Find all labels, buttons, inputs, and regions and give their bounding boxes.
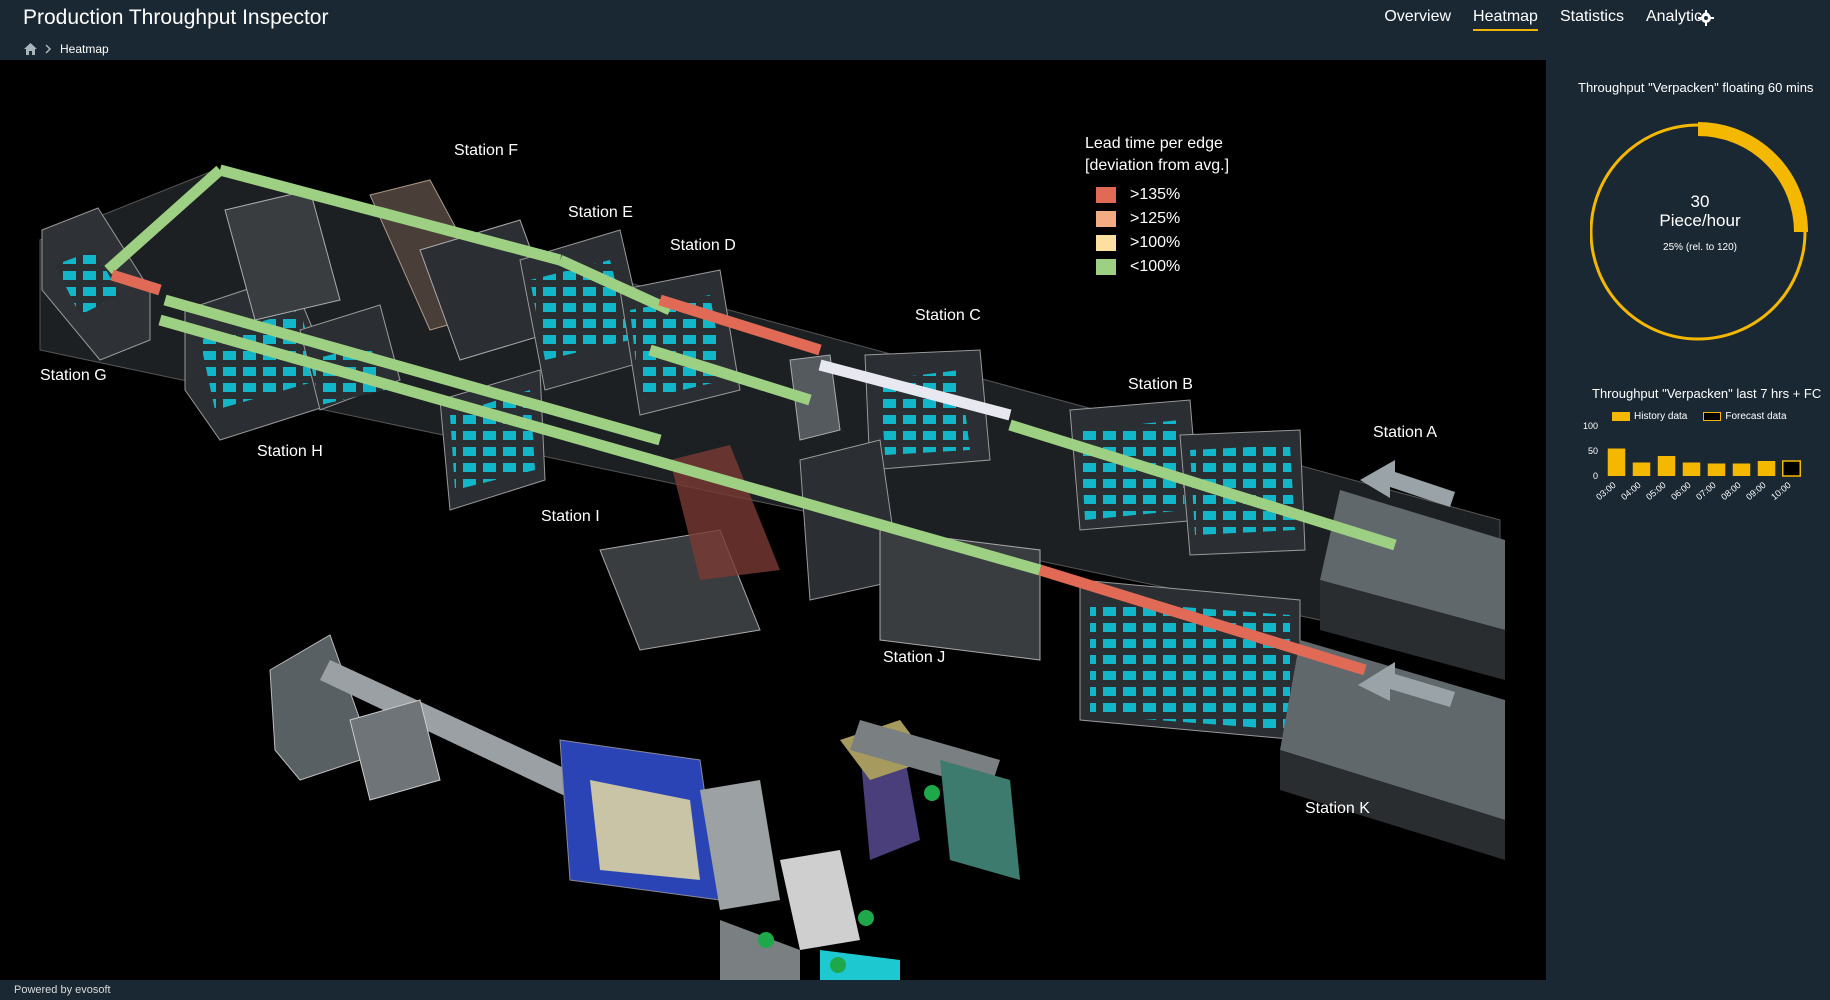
station-h-label: Station H	[257, 443, 323, 460]
legend-swatch	[1703, 411, 1722, 421]
nav-overview[interactable]: Overview	[1384, 8, 1452, 25]
x-tick-label: 10:00	[1769, 480, 1793, 502]
legend-item: >125%	[1085, 209, 1229, 229]
gauge-sub: 25% (rel. to 120)	[1663, 242, 1737, 253]
home-icon[interactable]	[24, 43, 37, 55]
legend-forecast: Forecast data	[1703, 411, 1787, 422]
history-chart-title: Throughput "Verpacken" last 7 hrs + FC	[1592, 386, 1822, 401]
station-k-label: Station K	[1305, 800, 1370, 817]
x-tick-label: 03:00	[1594, 480, 1618, 502]
legend-swatch	[1612, 411, 1630, 421]
y-tick-label: 100	[1583, 421, 1598, 431]
x-tick-label: 07:00	[1694, 480, 1718, 502]
history-bar	[1657, 456, 1676, 476]
history-bar	[1757, 461, 1776, 476]
app-title: Production Throughput Inspector	[23, 6, 329, 29]
y-tick-label: 0	[1593, 471, 1598, 481]
history-bar	[1707, 463, 1726, 476]
nav-heatmap[interactable]: Heatmap	[1473, 8, 1538, 31]
station-i-label: Station I	[541, 508, 600, 525]
station-e-label: Station E	[568, 204, 633, 221]
station-j-label: Station J	[883, 649, 946, 666]
history-bar	[1607, 448, 1626, 476]
legend-item: <100%	[1085, 257, 1229, 277]
chevron-right-icon	[45, 44, 52, 54]
legend-title: Lead time per edge	[1085, 135, 1223, 152]
gauge-title: Throughput "Verpacken" floating 60 mins	[1578, 80, 1814, 95]
breadcrumb-current[interactable]: Heatmap	[60, 42, 109, 56]
factory-illustration	[39, 164, 1505, 980]
history-chart-legend: History data Forecast data	[1612, 411, 1787, 422]
station-a-label: Station A	[1373, 424, 1438, 441]
footer: Powered by evosoft	[0, 980, 1830, 1000]
gauge-unit: Piece/hour	[1659, 211, 1741, 230]
legend-swatch	[1096, 259, 1116, 275]
legend-swatch	[1096, 211, 1116, 227]
throughput-gauge	[1590, 122, 1808, 341]
history-bar	[1682, 462, 1701, 476]
heat-legend: Lead time per edge [deviation from avg.]…	[1085, 133, 1229, 277]
main-nav: Overview Heatmap Statistics Analytics	[1384, 8, 1710, 31]
x-tick-label: 06:00	[1669, 480, 1693, 502]
legend-item: >135%	[1085, 185, 1229, 205]
gauge-value: 30	[1690, 192, 1710, 211]
x-tick-label: 04:00	[1619, 480, 1643, 502]
gauge-fill-arc	[1697, 122, 1808, 233]
station-g-label: Station G	[40, 367, 107, 384]
x-tick-label: 09:00	[1744, 480, 1768, 502]
legend-item: >100%	[1085, 233, 1229, 253]
x-tick-label: 05:00	[1644, 480, 1668, 502]
nav-statistics[interactable]: Statistics	[1559, 8, 1624, 25]
footer-text: Powered by evosoft	[14, 984, 111, 996]
factory-3d-view[interactable]: Station F Station E Station D Station C …	[0, 60, 1546, 980]
station-c-label: Station C	[915, 307, 981, 324]
x-tick-label: 08:00	[1719, 480, 1743, 502]
forecast-bar	[1782, 460, 1801, 477]
station-f-label: Station F	[454, 142, 519, 159]
y-tick-label: 50	[1588, 446, 1598, 456]
top-bar: Production Throughput Inspector Heatmap …	[0, 0, 1830, 60]
breadcrumb: Heatmap	[24, 42, 109, 56]
legend-swatch	[1096, 187, 1116, 203]
station-b-label: Station B	[1128, 376, 1193, 393]
legend-subtitle: [deviation from avg.]	[1085, 157, 1230, 174]
station-d-label: Station D	[670, 237, 736, 254]
history-bar	[1732, 463, 1751, 476]
gear-icon[interactable]	[1698, 10, 1714, 26]
legend-swatch	[1096, 235, 1116, 251]
legend-history: History data	[1612, 411, 1687, 422]
history-bar	[1632, 462, 1651, 476]
nav-analytics[interactable]: Analytics	[1645, 8, 1710, 25]
